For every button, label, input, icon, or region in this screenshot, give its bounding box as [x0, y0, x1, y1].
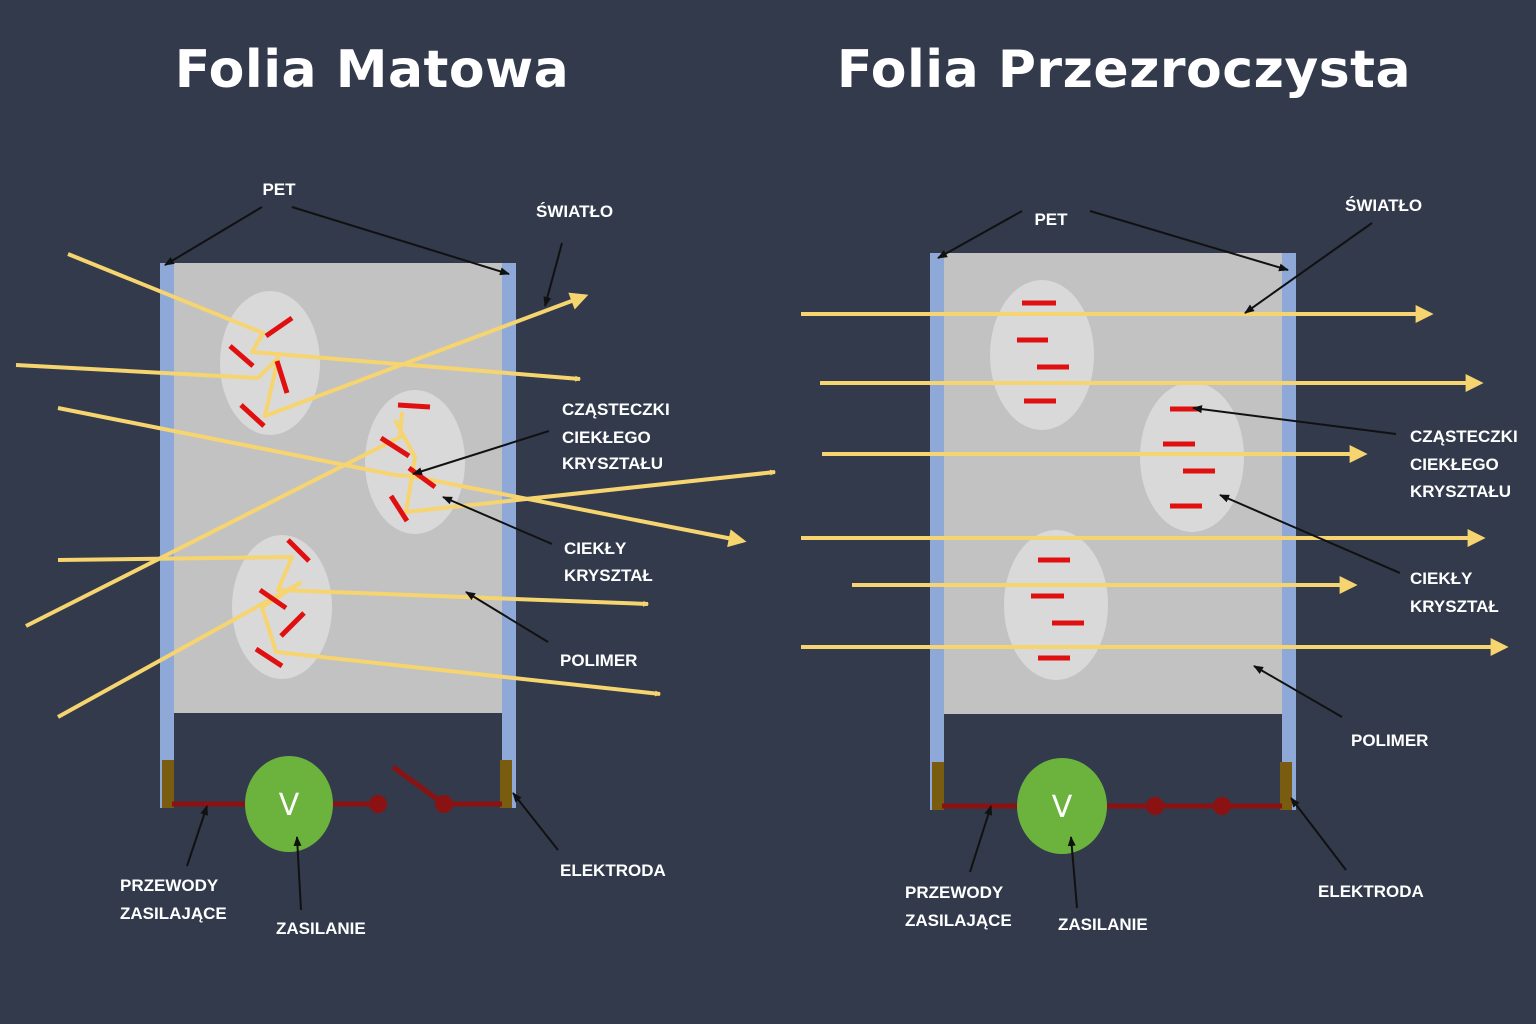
lc-molecule	[274, 360, 290, 394]
label-polymer: POLIMER	[560, 651, 637, 670]
lc-molecule	[228, 344, 255, 368]
pointer-line	[1219, 494, 1401, 574]
switch-contact	[1213, 797, 1231, 815]
voltmeter-symbol: V	[1052, 790, 1073, 825]
pointer-line	[1089, 210, 1289, 272]
pet-film-right	[1282, 253, 1296, 810]
switch-contact	[369, 795, 387, 813]
power-circuit: V	[172, 756, 502, 852]
title-matte-film: Folia Matowa	[174, 40, 570, 100]
power-circuit: V	[942, 758, 1282, 854]
lc-molecule	[254, 646, 284, 669]
lc-molecule	[258, 587, 288, 611]
lc-droplet	[1140, 382, 1244, 532]
label-pet: PET	[262, 180, 296, 199]
label-pet: PET	[1034, 210, 1068, 229]
light-ray	[393, 419, 777, 514]
label-liquid-crystal-1: CIEKŁY	[1410, 569, 1473, 588]
label-lc-molecules-2: CIEKŁEGO	[562, 428, 651, 447]
pointer-line	[512, 792, 559, 851]
pointer-line	[1244, 222, 1373, 314]
label-light: ŚWIATŁO	[1345, 196, 1422, 215]
label-liquid-crystal-2: KRYSZTAŁ	[1410, 597, 1499, 616]
label-lc-molecules-1: CZĄSTECZKI	[562, 400, 670, 419]
label-power-wires-2: ZASILAJĄCE	[120, 904, 227, 923]
pointer-line	[442, 496, 553, 545]
switch-contact	[435, 795, 453, 813]
lc-molecule	[279, 611, 306, 638]
pointer-line	[937, 210, 1023, 259]
label-power-supply: ZASILANIE	[1058, 915, 1148, 934]
voltmeter-symbol: V	[279, 788, 300, 823]
voltmeter	[245, 756, 333, 852]
transparent-film-panel: V PET ŚWIATŁO CZĄSTECZKI CIEKŁEGO KRYSZT…	[801, 196, 1518, 934]
electrode-left	[932, 762, 944, 810]
label-electrode: ELEKTRODA	[1318, 882, 1424, 901]
pointer-line	[1192, 405, 1397, 435]
lc-molecule	[379, 435, 411, 459]
pointer-line	[543, 242, 563, 307]
transmitted-light-rays	[801, 305, 1509, 656]
pet-film-left	[160, 263, 174, 808]
pointer-line	[293, 836, 302, 911]
pointer-line	[164, 206, 263, 266]
lc-molecule	[264, 315, 294, 339]
pointer-line	[291, 206, 510, 276]
light-ray	[25, 411, 404, 628]
pointer-line	[465, 591, 549, 643]
pet-film-left	[930, 253, 944, 810]
electrode-right	[1280, 762, 1292, 810]
switch-contact	[1146, 797, 1164, 815]
title-transparent-film: Folia Przezroczysta	[836, 40, 1412, 100]
electrode-right	[500, 760, 512, 808]
light-ray	[57, 406, 747, 548]
lc-molecule	[239, 403, 266, 428]
electrode-left	[162, 760, 174, 808]
pointer-line	[186, 805, 208, 867]
pointer-line	[1067, 836, 1078, 909]
matte-film-panel: V PET ŚWIATŁO CZĄSTECZKI CIEKŁEGO KRYSZT…	[15, 180, 777, 938]
open-switch	[391, 764, 446, 807]
label-light: ŚWIATŁO	[536, 202, 613, 221]
pointer-line	[969, 805, 993, 873]
label-liquid-crystal-2: KRYSZTAŁ	[564, 566, 653, 585]
label-pointers	[164, 206, 563, 911]
label-power-wires-1: PRZEWODY	[905, 883, 1004, 902]
label-power-supply: ZASILANIE	[276, 919, 366, 938]
label-lc-molecules-3: KRYSZTAŁU	[562, 454, 663, 473]
lc-molecule	[286, 538, 311, 563]
label-pointers	[937, 210, 1401, 909]
liquid-crystal-molecules	[228, 315, 437, 669]
label-lc-molecules-2: CIEKŁEGO	[1410, 455, 1499, 474]
label-power-wires-2: ZASILAJĄCE	[905, 911, 1012, 930]
voltmeter	[1017, 758, 1107, 854]
lc-molecule	[388, 494, 410, 523]
label-lc-molecules-1: CZĄSTECZKI	[1410, 427, 1518, 446]
label-electrode: ELEKTRODA	[560, 861, 666, 880]
pointer-line	[412, 430, 550, 476]
label-power-wires-1: PRZEWODY	[120, 876, 219, 895]
scattered-light-rays	[15, 252, 777, 719]
pointer-line	[1290, 797, 1347, 871]
light-ray	[67, 252, 582, 382]
light-ray	[57, 581, 662, 719]
pet-film-right	[502, 263, 516, 808]
label-lc-molecules-3: KRYSZTAŁU	[1410, 482, 1511, 501]
label-polymer: POLIMER	[1351, 731, 1428, 750]
light-ray	[15, 292, 589, 418]
pointer-line	[1253, 665, 1343, 718]
lc-droplet	[1004, 530, 1108, 680]
lc-molecule	[397, 402, 431, 410]
lc-droplet	[990, 280, 1094, 430]
label-liquid-crystal-1: CIEKŁY	[564, 539, 627, 558]
light-ray	[57, 555, 650, 607]
liquid-crystal-molecules	[1017, 300, 1215, 661]
